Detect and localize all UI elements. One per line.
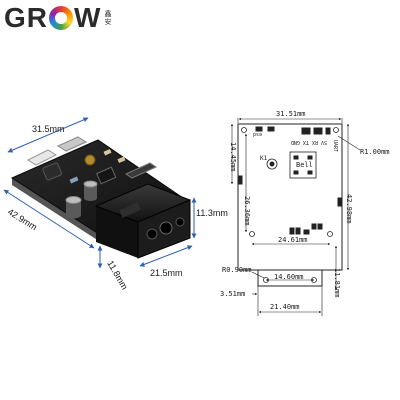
label-pins: 5V RX TX GND [291, 139, 327, 145]
drawing-labels: esd 5V RX TX GND UART K1 Bell [253, 131, 338, 169]
smd-component-c [69, 176, 79, 184]
dim-length-label: 42.9mm [6, 207, 39, 233]
board-bottom-tab [257, 270, 323, 287]
brand-name-prefix: GR [4, 2, 48, 33]
jst-connector [26, 149, 58, 166]
k1-button-outline [266, 158, 278, 170]
brand-name: GR W [4, 2, 101, 34]
dim-right-height-label: 42.98mm [345, 194, 353, 224]
ic-chip [95, 166, 117, 185]
dim-offset-bottom-left-label: 3.51mm [220, 290, 245, 298]
pad-uart-1 [301, 127, 311, 135]
bell-pad-2 [307, 155, 313, 160]
label-k1: K1 [260, 155, 268, 162]
label-uart: UART [332, 140, 338, 152]
mid-pad-1 [289, 227, 295, 235]
smd-component-b [117, 156, 126, 164]
dim-bottom-width-label: 21.40mm [270, 303, 300, 311]
side-pad-left [237, 175, 243, 185]
dim-line-width [7, 117, 89, 153]
mid-pad-5 [317, 223, 323, 230]
label-bell: Bell [296, 161, 313, 169]
bell-outline [289, 151, 317, 179]
bell-pad-4 [307, 170, 313, 175]
engine-led-1 [146, 228, 158, 240]
hole-top-right [333, 127, 339, 133]
brand-subtext: 鑫安 [104, 10, 112, 26]
dim-width-label: 31.5mm [32, 124, 65, 134]
dim-engine-height-label: 11.3mm [196, 208, 228, 218]
engine-led-2 [175, 217, 185, 227]
label-esd: esd [253, 131, 262, 137]
dim-bottom-right-label: 11.81mm [333, 268, 341, 298]
engine-lens [159, 221, 173, 235]
dim-hole-mid-label: 24.61mm [278, 236, 308, 244]
brand-o-ring-icon [49, 6, 73, 30]
smd-component-a [103, 148, 112, 156]
pad-uart-3 [325, 127, 331, 135]
technical-drawing [237, 123, 343, 287]
product-photo [10, 136, 192, 259]
push-button [84, 154, 96, 166]
dim-height-total-label: 11.8mm [105, 259, 130, 292]
capacitor-2 [65, 196, 82, 219]
dim-line-length [3, 189, 95, 249]
dim-radius-bottom-label: R0.90mm [222, 266, 252, 274]
dim-left-mid-label: 26.36mm [243, 196, 251, 226]
drawing-dimensions: 31.51mm R1.00mm 14.45mm 26.36mm 42.98mm … [220, 110, 390, 316]
dim-line-engine-width [139, 245, 193, 267]
dim-engine-width-label: 21.5mm [150, 268, 183, 278]
hole-top-left [241, 127, 247, 133]
bell-pad-3 [293, 170, 299, 175]
pad-esd-1 [255, 126, 263, 132]
dim-radius-top-label: R1.00mm [360, 148, 390, 156]
hole-mid-right [327, 231, 333, 237]
hole-mid-left [249, 231, 255, 237]
brand-name-suffix: W [74, 2, 102, 33]
dim-left-top-label: 14.45mm [229, 142, 237, 172]
capacitor-1 [83, 180, 98, 201]
k1-button-center [269, 161, 275, 167]
engine-label [119, 202, 141, 218]
dim-hole-bottom-label: 14.60mm [274, 273, 304, 281]
pad-esd-2 [267, 126, 275, 132]
mid-pad-3 [303, 229, 310, 235]
ribbon-connector [124, 162, 158, 179]
brand-logo: GR W 鑫安 [4, 2, 112, 34]
dim-top-width-label: 31.51mm [276, 110, 306, 118]
board-outline [237, 123, 343, 271]
mid-pad-4 [311, 223, 317, 230]
inductor [42, 162, 62, 181]
side-pad-right [337, 197, 343, 207]
pad-uart-2 [313, 127, 323, 135]
mid-pad-2 [295, 227, 301, 235]
bell-pad-1 [293, 155, 299, 160]
